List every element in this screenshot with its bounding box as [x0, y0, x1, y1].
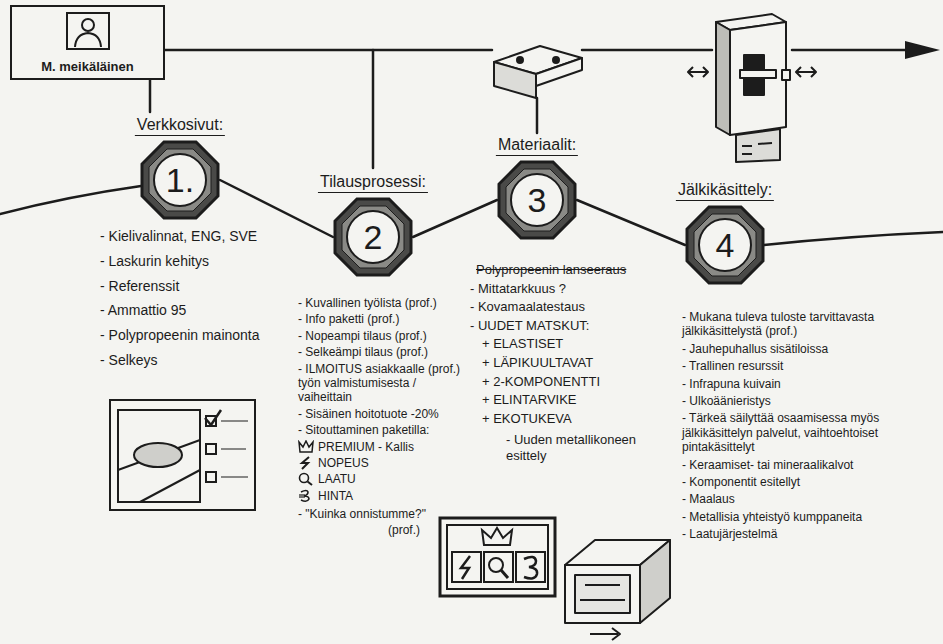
note-text: - Referenssit — [100, 278, 290, 295]
note-text: - Selkeämpi tilaus (prof.) — [298, 345, 463, 359]
note-text: - Infrapuna kuivain — [682, 377, 934, 391]
note-text: - ILMOITUS asiakkaalle (prof.) työn valm… — [298, 362, 463, 405]
note-text: - Ulkoäänieristys — [682, 394, 934, 408]
note-text: - Tärkeä säilyttää osaamisessa myös jälk… — [682, 411, 934, 454]
note-text: + LÄPIKUULTAVAT — [482, 355, 670, 371]
note-list: Polypropeenin lanseeraus - Mittatarkkuus … — [470, 262, 670, 467]
note-text: - Keraamiset- tai mineraalikalvot — [682, 458, 934, 472]
package-row: NOPEUS — [298, 456, 463, 470]
note-text: + 2-KOMPONENTTI — [482, 374, 670, 390]
package-row: HINTA — [298, 489, 463, 503]
package-icon — [298, 456, 314, 470]
step-number: 4 — [685, 228, 765, 262]
note-list: - Mukana tuleva tuloste tarvittavasta jä… — [682, 310, 934, 544]
note-text: - Jauhepuhallus sisätiloissa — [682, 342, 934, 356]
note-text: - Sisäinen hoitotuote -20% — [298, 407, 463, 421]
step-heading: Jälkikäsittely: — [676, 181, 774, 201]
note-text: LAATU — [318, 472, 356, 486]
note-text: - Kuvallinen työlista (prof.) — [298, 296, 463, 310]
package-icon — [298, 489, 314, 503]
timeline — [582, 49, 712, 52]
note-text: - Ammattio 95 — [100, 302, 290, 319]
step-line — [0, 186, 141, 214]
package-row: PREMIUM - Kallis — [298, 440, 463, 454]
person-icon — [66, 12, 110, 50]
step-octagon: Materiaalit:3 — [497, 160, 577, 240]
note-text: - Laatujärjestelmä — [682, 527, 934, 541]
note-text: + EKOTUKEVA — [482, 411, 670, 427]
note-text: - Sitouttaminen paketilla: — [298, 423, 463, 437]
step-octagon: Verkkosivut:1. — [140, 140, 220, 220]
printer-drawing — [565, 540, 670, 640]
note-text: + ELASTISET — [482, 336, 670, 352]
note-text: HINTA — [318, 489, 353, 503]
note-text: - Selkeys — [100, 352, 290, 369]
step-heading: Tilausprosessi: — [318, 173, 428, 193]
step-number: 1. — [140, 163, 220, 197]
bracket-part — [494, 46, 582, 98]
note-text: - "Kuinka onnistumme?" — [298, 507, 463, 521]
step-number: 2 — [333, 220, 413, 254]
step-connector — [577, 200, 685, 245]
note-text: - Kovamaalatestaus — [470, 299, 670, 315]
note-text: + ELINTARVIKE — [482, 392, 670, 408]
drop-line — [372, 50, 375, 168]
note-text: - Maalaus — [682, 492, 934, 506]
timeline — [165, 49, 492, 52]
step-connector — [413, 200, 497, 237]
note-text: - Trallinen resurssit — [682, 359, 934, 373]
step-octagon: Tilausprosessi:2 — [333, 197, 413, 277]
step-octagon: Jälkikäsittely:4 — [685, 205, 765, 285]
drop-line — [536, 98, 539, 133]
note-list: - Kuvallinen työlista (prof.) - Info pake… — [298, 296, 463, 540]
drop-line — [149, 80, 152, 112]
package-icon — [298, 472, 314, 486]
person-name: M. meikäläinen — [18, 59, 157, 74]
step-heading: Materiaalit: — [496, 136, 578, 156]
timeline — [792, 49, 905, 52]
step-number: 3 — [497, 183, 577, 217]
arrow-head — [905, 41, 940, 59]
note-text: - Nopeampi tilaus (prof.) — [298, 329, 463, 343]
package-icon — [298, 440, 314, 454]
note-text: - Komponentit esitellyt — [682, 475, 934, 489]
note-text: - Laskurin kehitys — [100, 253, 290, 270]
step-line — [764, 232, 943, 245]
note-text: - Mukana tuleva tuloste tarvittavasta jä… — [682, 310, 934, 339]
note-text: - Mittatarkkuus ? — [470, 281, 670, 297]
note-text: - Uuden metallikoneen esittely — [506, 432, 670, 463]
note-list: - Kielivalinnat, ENG, SVE - Laskurin kehi… — [100, 228, 290, 377]
person-card: M. meikäläinen — [10, 5, 165, 80]
struck-note: Polypropeenin lanseeraus — [476, 262, 670, 278]
note-text: NOPEUS — [318, 456, 369, 470]
package-row: LAATU — [298, 472, 463, 486]
note-text: - Kielivalinnat, ENG, SVE — [100, 228, 290, 245]
note-text: - Polypropeenin mainonta — [100, 327, 290, 344]
package-selector — [440, 518, 555, 596]
machine-drawing — [688, 14, 816, 162]
note-text: - UUDET MATSKUT: — [470, 318, 670, 334]
note-text: - Info paketti (prof.) — [298, 312, 463, 326]
step-heading: Verkkosivut: — [135, 116, 225, 136]
website-mockup — [110, 400, 255, 510]
note-text: - Metallisia yhteistyö kumppaneita — [682, 510, 934, 524]
note-text: (prof.) — [388, 523, 463, 537]
note-text: PREMIUM - Kallis — [318, 440, 414, 454]
